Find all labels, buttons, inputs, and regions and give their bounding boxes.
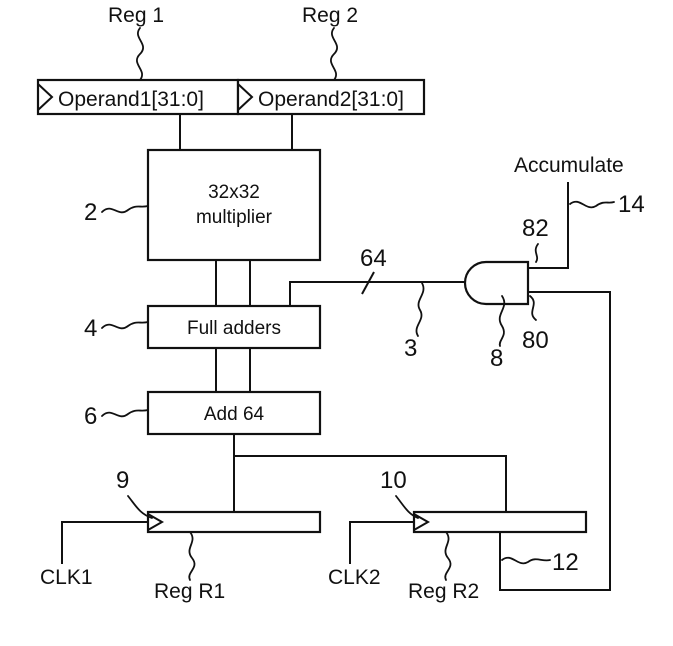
clk1-label: CLK1 — [40, 566, 93, 589]
reg-r1 — [146, 510, 322, 534]
bus-wire-64 — [289, 281, 468, 306]
multiplier-block: 32x32 multiplier — [146, 148, 322, 262]
ref-numeral-8: 8 — [490, 345, 503, 372]
operand-register-2: Operand2[31:0] — [236, 78, 426, 116]
reg1-label: Reg 1 — [108, 4, 164, 27]
clk1-wire — [61, 521, 148, 564]
add64-block: Add 64 — [146, 390, 322, 436]
ref-numeral-10: 10 — [380, 467, 407, 494]
leader-80 — [529, 295, 537, 321]
operand2-label: Operand2[31:0] — [258, 88, 404, 111]
ref-numeral-9: 9 — [116, 467, 129, 494]
reg2-leader — [330, 27, 338, 81]
clk2-label: CLK2 — [328, 566, 381, 589]
reg-r2 — [412, 510, 588, 534]
full-adders-label: Full adders — [187, 318, 281, 339]
operand-register-1: Operand1[31:0] — [36, 78, 240, 116]
leader-2 — [101, 205, 149, 214]
reg-r2-label: Reg R2 — [408, 580, 479, 603]
leader-12 — [501, 556, 551, 565]
leader-6 — [101, 409, 149, 418]
leader-9 — [127, 495, 153, 519]
leader-4 — [101, 321, 149, 330]
ref-numeral-4: 4 — [84, 315, 97, 342]
accumulate-label: Accumulate — [514, 154, 624, 177]
add64-to-r2-wire — [234, 455, 507, 512]
ref-numeral-14: 14 — [618, 191, 645, 218]
leader-3 — [415, 282, 425, 337]
add64-label: Add 64 — [204, 404, 265, 425]
multiplier-label-line2: multiplier — [196, 207, 273, 228]
full-adders-block: Full adders — [146, 304, 322, 350]
bus-slash — [361, 271, 375, 295]
clk2-wire — [349, 521, 414, 564]
feedback-wire — [499, 291, 611, 591]
leader-82 — [534, 243, 539, 263]
leader-10 — [395, 495, 419, 519]
leader-14 — [569, 200, 615, 209]
reg1-leader — [136, 27, 144, 81]
ref-numeral-12: 12 — [552, 549, 579, 576]
ref-numeral-82: 82 — [522, 215, 549, 242]
reg2-label: Reg 2 — [302, 4, 358, 27]
reg-r1-leader — [188, 531, 196, 581]
and-gate — [463, 260, 530, 306]
reg-r1-label: Reg R1 — [154, 580, 225, 603]
bus-width-label: 64 — [360, 245, 387, 272]
accumulate-wire — [528, 182, 569, 269]
multiplier-label-line1: 32x32 — [208, 182, 260, 203]
ref-numeral-80: 80 — [522, 327, 549, 354]
ref-numeral-2: 2 — [84, 199, 97, 226]
leader-8 — [498, 295, 506, 347]
operand1-label: Operand1[31:0] — [58, 88, 204, 111]
ref-numeral-3: 3 — [404, 335, 417, 362]
reg-r2-leader — [444, 531, 452, 581]
ref-numeral-6: 6 — [84, 403, 97, 430]
